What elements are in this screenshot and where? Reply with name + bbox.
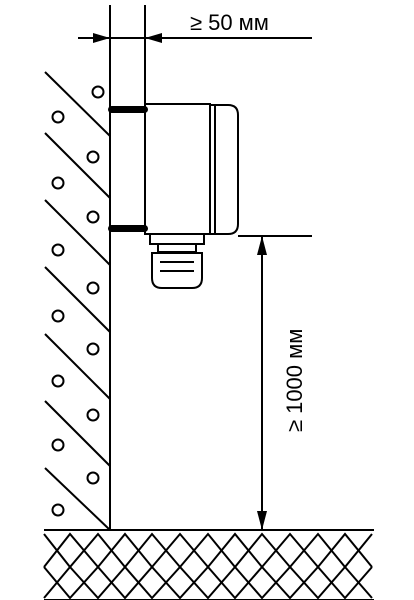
height-symbol: ≥ bbox=[282, 420, 307, 432]
clearance-label: ≥50 мм bbox=[190, 10, 269, 35]
wall-surface bbox=[109, 5, 146, 530]
cable-gland bbox=[149, 233, 205, 289]
clearance-symbol: ≥ bbox=[190, 10, 202, 35]
clearance-value: 50 мм bbox=[208, 10, 269, 35]
height-value: 1000 мм bbox=[282, 329, 307, 414]
height-label: ≥1000 мм bbox=[282, 329, 307, 432]
device-housing bbox=[144, 103, 239, 235]
wall-hatching bbox=[44, 71, 111, 531]
mounting-straps bbox=[108, 106, 148, 232]
floor bbox=[43, 529, 374, 600]
clearance-dimension bbox=[78, 33, 312, 43]
height-dimension bbox=[238, 235, 312, 530]
